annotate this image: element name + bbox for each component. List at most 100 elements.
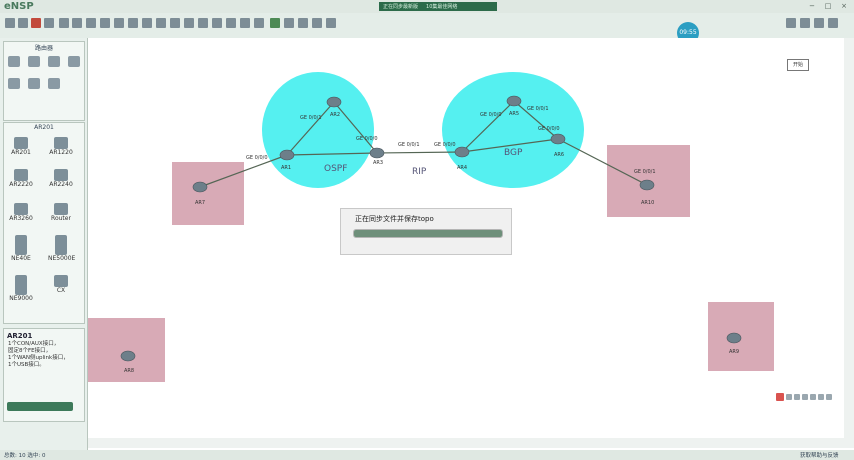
zoom-in-icon[interactable] — [212, 18, 222, 28]
router-ar9-icon[interactable] — [726, 332, 742, 344]
topology-icon[interactable] — [326, 18, 336, 28]
progress-fill — [354, 230, 502, 237]
device-ar3260[interactable]: AR3260 — [8, 203, 34, 222]
cli-icon[interactable] — [312, 18, 322, 28]
link-ar4-ar5[interactable] — [461, 100, 515, 153]
open-icon[interactable] — [31, 18, 41, 28]
menu-icon[interactable] — [826, 394, 832, 400]
device-router[interactable]: Router — [48, 203, 74, 222]
link-ar4-ar6[interactable] — [461, 138, 559, 153]
chassis-icon — [15, 275, 27, 295]
skin-icon[interactable] — [818, 394, 824, 400]
palette-icon[interactable] — [198, 18, 208, 28]
router-label-ar1: AR1 — [281, 165, 291, 171]
link-ar5-ar6[interactable] — [513, 100, 559, 140]
link-ar2-ar3[interactable] — [333, 101, 378, 154]
new-icon[interactable] — [18, 18, 28, 28]
vertical-scrollbar[interactable] — [844, 38, 854, 448]
device-ar1220[interactable]: AR1220 — [48, 137, 74, 156]
router-ar3-icon[interactable] — [369, 147, 385, 159]
router-ar8-icon[interactable] — [120, 350, 136, 362]
settings-icon[interactable] — [800, 18, 810, 28]
cable-category-icon[interactable] — [48, 78, 60, 89]
maximize-button[interactable]: □ — [824, 2, 832, 10]
move-icon[interactable] — [142, 18, 152, 28]
horizontal-scrollbar[interactable] — [88, 438, 844, 448]
link-ar3-ar4[interactable] — [376, 151, 463, 154]
firewall-category-icon[interactable] — [68, 56, 80, 67]
reset-icon[interactable] — [254, 18, 264, 28]
stop-all-icon[interactable] — [284, 18, 294, 28]
chat-icon[interactable] — [786, 18, 796, 28]
device-label: NE40E — [11, 255, 31, 262]
minimize-button[interactable]: − — [809, 2, 815, 10]
progress-bar — [353, 229, 503, 238]
mic-icon[interactable] — [802, 394, 808, 400]
help-icon[interactable] — [814, 18, 824, 28]
router-label-ar5: AR5 — [509, 111, 519, 117]
link-ar6-ar10[interactable] — [557, 138, 648, 186]
wlan-category-icon[interactable] — [48, 56, 60, 67]
title-tab-label-1: 正在同步最新版 — [383, 4, 419, 10]
save-icon[interactable] — [59, 18, 69, 28]
info-action-button[interactable] — [7, 402, 73, 411]
router-ar4-icon[interactable] — [454, 146, 470, 158]
redo-icon[interactable] — [114, 18, 124, 28]
router-category-icon[interactable] — [8, 56, 20, 67]
area-label-ospf: OSPF — [324, 164, 347, 174]
device-ne5000e[interactable]: NE5000E — [48, 235, 75, 262]
link-ar7-ar1[interactable] — [199, 154, 288, 188]
delete-icon[interactable] — [156, 18, 166, 28]
router-ar5-icon[interactable] — [506, 95, 522, 107]
device-ne40e[interactable]: NE40E — [8, 235, 34, 262]
device-ar2220[interactable]: AR2220 — [8, 169, 34, 188]
zoom-out-icon[interactable] — [226, 18, 236, 28]
router-label-ar6: AR6 — [554, 152, 564, 158]
router-label-ar2: AR2 — [330, 112, 340, 118]
link-ar1-ar3[interactable] — [286, 152, 378, 156]
lang-icon[interactable] — [786, 394, 792, 400]
start-all-icon[interactable] — [270, 18, 280, 28]
status-left: 总数: 10 选中: 0 — [4, 453, 46, 459]
device-ar201[interactable]: AR201 — [8, 137, 34, 156]
info-line: 1个WAN侧uplink接口， — [8, 355, 69, 361]
text-icon[interactable] — [184, 18, 194, 28]
save-as-icon[interactable] — [72, 18, 82, 28]
router-ar7-icon[interactable] — [192, 181, 208, 193]
title-tab[interactable]: 正在同步最新版 10集最佳网络 — [379, 2, 497, 11]
zone-ar8 — [88, 318, 165, 382]
device-ne9000[interactable]: NE9000 — [8, 275, 34, 302]
cloud-category-icon[interactable] — [28, 78, 40, 89]
clear-icon[interactable] — [44, 18, 54, 28]
router-ar6-icon[interactable] — [550, 133, 566, 145]
sogou-icon[interactable] — [776, 393, 784, 401]
router-ar10-icon[interactable] — [639, 179, 655, 191]
close-button[interactable]: × — [841, 2, 847, 10]
router-ar2-icon[interactable] — [326, 96, 342, 108]
info-line: 1个CON/AUX接口， — [8, 341, 60, 347]
router-icon — [54, 203, 68, 215]
undo-icon[interactable] — [100, 18, 110, 28]
punct-icon[interactable] — [794, 394, 800, 400]
switch-category-icon[interactable] — [28, 56, 40, 67]
link-label: GE 0/0/0 — [246, 155, 268, 161]
select-icon[interactable] — [128, 18, 138, 28]
router-ar1-icon[interactable] — [279, 149, 295, 161]
fit-icon[interactable] — [240, 18, 250, 28]
area-label-bgp: BGP — [504, 148, 523, 158]
new-topology-icon[interactable] — [5, 18, 15, 28]
delete-all-icon[interactable] — [170, 18, 180, 28]
link-label: GE 0/0/0 — [480, 112, 502, 118]
print-icon[interactable] — [86, 18, 96, 28]
pc-category-icon[interactable] — [8, 78, 20, 89]
device-cx[interactable]: CX — [48, 275, 74, 294]
capture-icon[interactable] — [298, 18, 308, 28]
topology-canvas[interactable]: AR1 AR2 AR3 AR4 AR5 AR6 AR7 AR8 AR9 AR10… — [88, 38, 844, 448]
keyboard-icon[interactable] — [810, 394, 816, 400]
status-right[interactable]: 获取帮助与反馈 — [800, 453, 839, 459]
link-ar1-ar2[interactable] — [286, 101, 335, 156]
start-button[interactable]: 开始 — [787, 59, 809, 71]
huawei-icon[interactable] — [828, 18, 838, 28]
floating-toolbar — [776, 392, 838, 402]
device-ar2240[interactable]: AR2240 — [48, 169, 74, 188]
